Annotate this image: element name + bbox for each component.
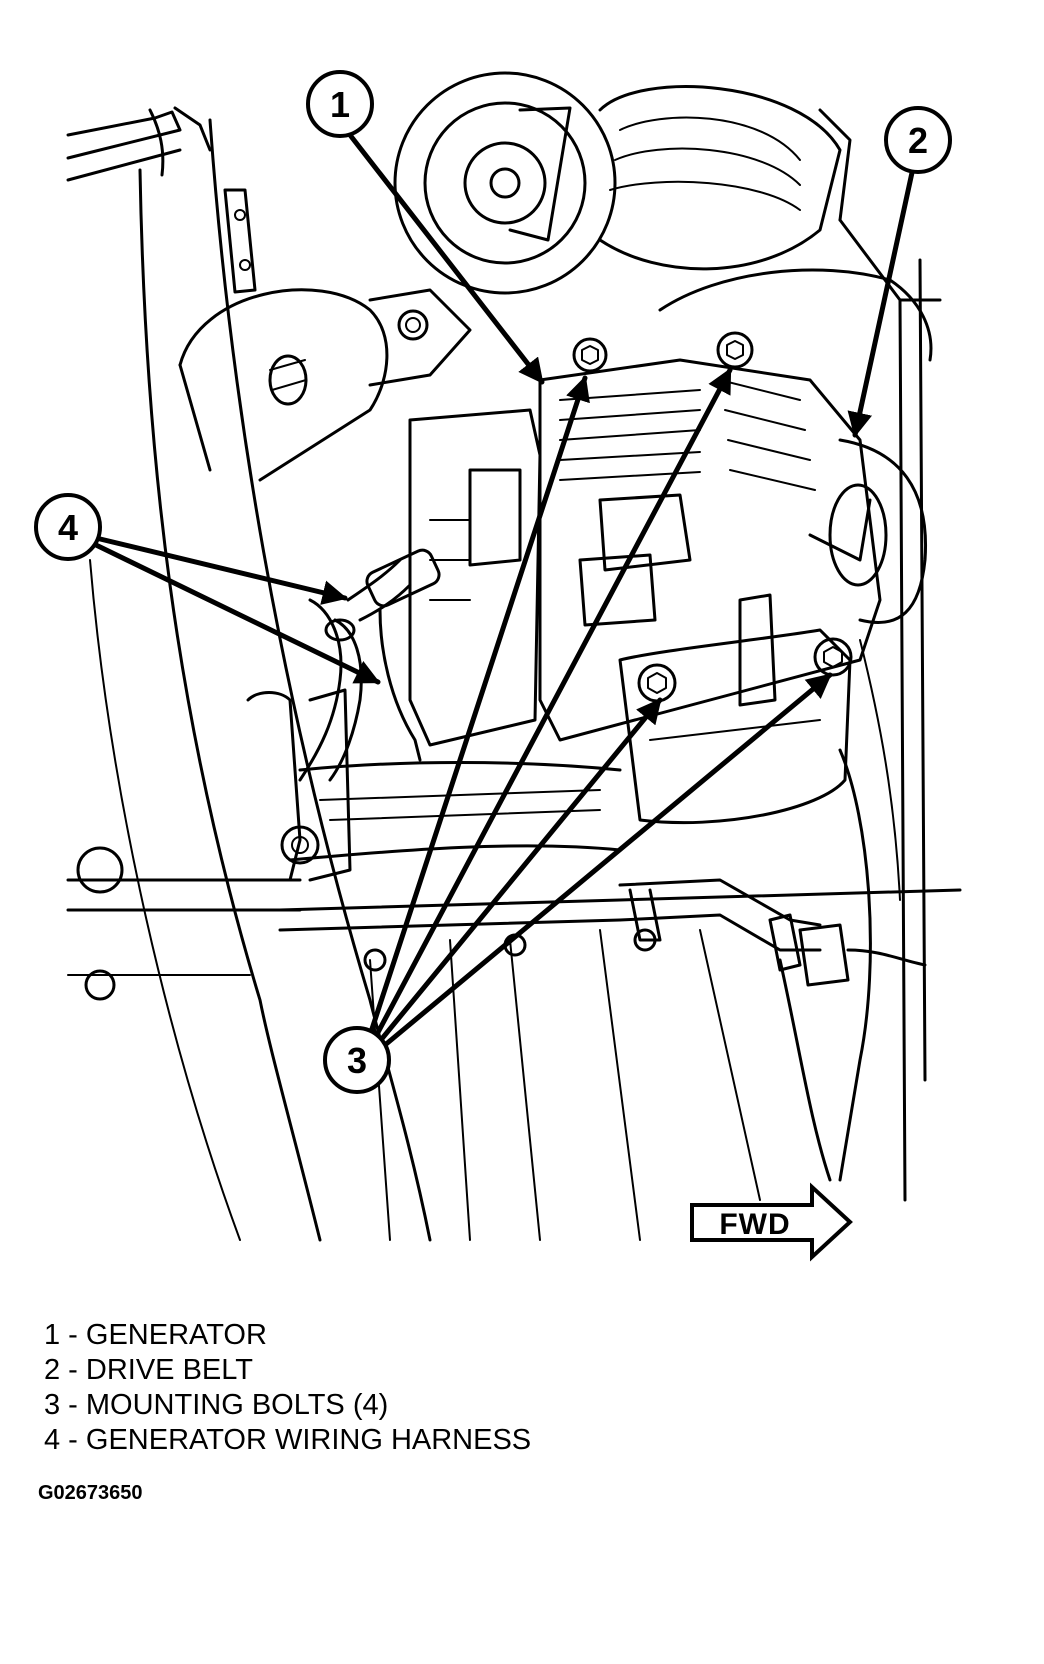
bolt-head: [637, 663, 677, 703]
callout-number: 3: [347, 1040, 367, 1081]
legend: 1 - GENERATOR 2 - DRIVE BELT 3 - MOUNTIN…: [44, 1318, 531, 1458]
bolt-head: [813, 637, 853, 677]
callout-leaders: [93, 132, 916, 1048]
callout-number: 1: [330, 84, 350, 125]
callout-1: 1: [306, 70, 374, 138]
leader-3-bolt-a: [367, 375, 590, 1038]
callout-number: 2: [908, 120, 928, 161]
fwd-label: FWD: [719, 1208, 790, 1241]
leader-3-bolt-b: [372, 367, 733, 1041]
callout-number: 4: [58, 507, 78, 548]
legend-item: 4 - GENERATOR WIRING HARNESS: [44, 1424, 532, 1456]
leader-4-harness-a: [93, 535, 348, 605]
mounting-bolt-heads: [572, 331, 853, 703]
legend-item: 3 - MOUNTING BOLTS (4): [44, 1389, 389, 1421]
forward-direction-arrow-icon: FWD: [690, 1182, 853, 1262]
callout-2: 2: [884, 106, 952, 174]
leader-3-bolt-c: [377, 697, 663, 1044]
bolt-head: [572, 337, 608, 373]
leader-1-generator: [347, 132, 545, 385]
bolt-head: [716, 331, 754, 369]
leader-3-bolt-d: [382, 672, 833, 1048]
leader-2-drive-belt: [847, 165, 916, 438]
callout-4: 4: [34, 493, 102, 561]
leader-4-harness-b: [93, 542, 381, 685]
engine-line-art: [66, 71, 962, 1242]
legend-item: 1 - GENERATOR: [44, 1319, 267, 1351]
callout-3: 3: [323, 1026, 391, 1094]
generator-installation-illustration: 1 2 3 4 FWD: [34, 70, 962, 1262]
figure-id: G02673650: [38, 1482, 143, 1504]
legend-item: 2 - DRIVE BELT: [44, 1354, 253, 1386]
